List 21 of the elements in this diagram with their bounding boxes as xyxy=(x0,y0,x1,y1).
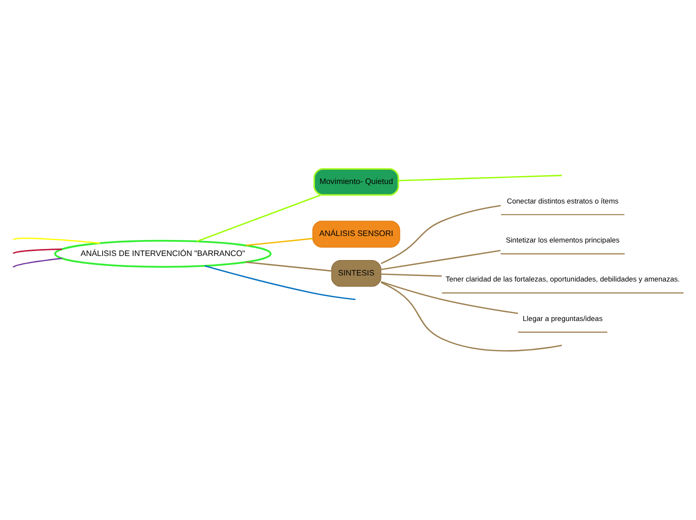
node-text: Tener claridad de las fortalezas, oportunidades, debilidades y amenazas. xyxy=(446,274,680,284)
connector xyxy=(380,281,518,314)
connector xyxy=(380,204,501,264)
connector xyxy=(12,238,100,244)
connector xyxy=(398,174,562,182)
node-text: Sintetizar los elementos principales xyxy=(506,236,620,245)
connector xyxy=(246,238,313,246)
connector xyxy=(196,194,321,242)
connector xyxy=(246,262,332,272)
node-box: Movimiento- Quietud xyxy=(313,168,400,196)
node-text: Conectar distintos estratos o ítems xyxy=(506,196,618,206)
node-box: ANÁLISIS SENSORI xyxy=(312,220,400,248)
connector xyxy=(12,258,62,268)
connector xyxy=(380,282,562,352)
connector xyxy=(12,248,62,254)
connector xyxy=(381,250,501,270)
node-ellipse: ANÁLISIS DE INTERVENCIÓN "BARRANCO" xyxy=(54,240,272,268)
connector xyxy=(381,274,442,277)
node-box: SINTESIS xyxy=(331,260,382,287)
connector xyxy=(204,265,356,300)
node-text: Llegar a preguntas/ideas xyxy=(522,314,603,323)
